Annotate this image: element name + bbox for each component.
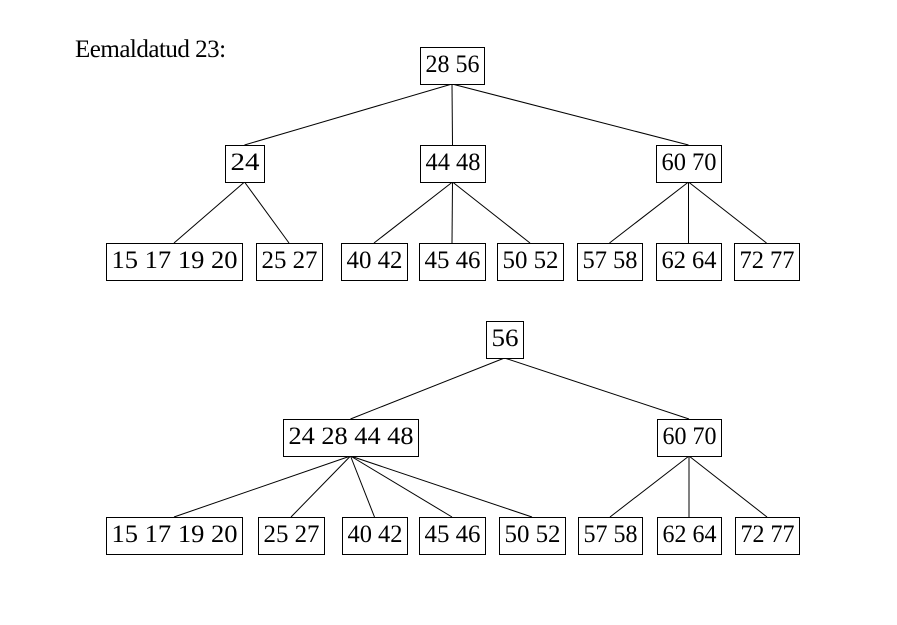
tree-before-node-label: 44 48 bbox=[426, 149, 481, 176]
tree-before-node-box bbox=[577, 243, 643, 281]
tree-before-node-box bbox=[106, 243, 243, 281]
tree-after-node-label: 50 52 bbox=[505, 521, 561, 548]
tree-before-node-r: 28 56 bbox=[420, 47, 485, 85]
tree-after-node-box bbox=[419, 517, 486, 555]
tree-after-node-box bbox=[258, 517, 325, 555]
tree-before-edge-b-l5 bbox=[452, 181, 531, 244]
tree-before-edge-r-b bbox=[451, 83, 453, 146]
tree-after-node-box bbox=[499, 517, 566, 555]
tree-before-node-box bbox=[225, 145, 265, 183]
tree-after-edge-r-a bbox=[350, 357, 505, 420]
tree-before-node-l6: 57 58 bbox=[577, 243, 643, 281]
tree-before-node-label: 15 17 19 20 bbox=[112, 247, 238, 274]
edges bbox=[173, 83, 768, 518]
tree-after-node-a: 24 28 44 48 bbox=[283, 419, 419, 457]
tree-before-node-box bbox=[656, 145, 722, 183]
tree-before-node-label: 28 56 bbox=[426, 51, 480, 78]
nodes: 28 56 24 44 48 60 70 15 17 19 20 25 27 40 42 45… bbox=[106, 47, 800, 555]
tree-after-node-l2: 25 27 bbox=[258, 517, 325, 555]
tree-before-node-box bbox=[734, 243, 800, 281]
tree-before-node-a: 24 bbox=[225, 145, 265, 183]
tree-before-edge-r-c bbox=[451, 83, 689, 146]
tree-after-node-label: 25 27 bbox=[264, 521, 320, 548]
tree-before-node-box bbox=[420, 145, 486, 183]
tree-before-node-box bbox=[497, 243, 564, 281]
tree-after-edge-c-l6 bbox=[609, 455, 690, 518]
tree-before-node-l7: 62 64 bbox=[656, 243, 722, 281]
tree-before-edge-b-l3 bbox=[373, 181, 453, 244]
tree-after-node-box bbox=[342, 517, 408, 555]
tree-before-node-label: 40 42 bbox=[347, 247, 403, 274]
tree-before-node-box bbox=[256, 243, 323, 281]
tree-after-edge-a-l4 bbox=[350, 455, 453, 518]
tree-before-node-l4: 45 46 bbox=[419, 243, 486, 281]
tree-before-node-label: 60 70 bbox=[662, 149, 717, 176]
tree-after-node-label: 24 28 44 48 bbox=[289, 423, 414, 450]
tree-after-node-l3: 40 42 bbox=[342, 517, 408, 555]
tree-after-node-l1: 15 17 19 20 bbox=[106, 517, 243, 555]
tree-after-node-l5: 50 52 bbox=[499, 517, 566, 555]
caption: Eemaldatud 23: bbox=[75, 36, 226, 63]
tree-before-node-box bbox=[341, 243, 408, 281]
tree-before-edge-c-l8 bbox=[688, 181, 767, 244]
tree-after-edge-a-l1 bbox=[173, 455, 351, 518]
tree-before-node-label: 25 27 bbox=[262, 247, 318, 274]
tree-after-edge-a-l5 bbox=[350, 455, 533, 518]
tree-before-node-l3: 40 42 bbox=[341, 243, 408, 281]
tree-after-node-box bbox=[657, 419, 722, 457]
tree-before-edge-c-l6 bbox=[609, 181, 689, 244]
tree-after-node-box bbox=[657, 517, 722, 555]
tree-before-node-l8: 72 77 bbox=[734, 243, 800, 281]
tree-before-node-label: 50 52 bbox=[503, 247, 559, 274]
tree-after-node-label: 62 64 bbox=[663, 521, 717, 548]
tree-after-node-label: 72 77 bbox=[741, 521, 795, 548]
tree-after-node-label: 15 17 19 20 bbox=[112, 521, 238, 548]
tree-after-edge-a-l2 bbox=[290, 455, 351, 518]
tree-before-node-b: 44 48 bbox=[420, 145, 486, 183]
tree-after-node-box bbox=[578, 517, 643, 555]
tree-before-node-box bbox=[420, 47, 485, 85]
tree-before-edge-b-l4 bbox=[451, 181, 453, 244]
tree-after-edge-c-l8 bbox=[688, 455, 768, 518]
tree-after-node-label: 56 bbox=[492, 325, 519, 352]
tree-after-node-box bbox=[486, 321, 524, 359]
tree-after-node-box bbox=[106, 517, 243, 555]
tree-after-node-l8: 72 77 bbox=[735, 517, 800, 555]
tree-after-node-label: 60 70 bbox=[663, 423, 717, 450]
tree-before-node-l5: 50 52 bbox=[497, 243, 564, 281]
tree-after-node-l4: 45 46 bbox=[419, 517, 486, 555]
tree-after-edge-r-c bbox=[504, 357, 690, 420]
tree-after-node-c: 60 70 bbox=[657, 419, 722, 457]
tree-before-node-label: 62 64 bbox=[662, 247, 717, 274]
tree-after-edge-a-l3 bbox=[350, 455, 375, 518]
tree-before-node-label: 57 58 bbox=[583, 247, 638, 274]
tree-after-node-label: 57 58 bbox=[584, 521, 638, 548]
tree-before-node-box bbox=[656, 243, 722, 281]
tree-before-node-box bbox=[419, 243, 486, 281]
tree-after-node-label: 40 42 bbox=[348, 521, 403, 548]
tree-after-node-l7: 62 64 bbox=[657, 517, 722, 555]
tree-before-node-label: 45 46 bbox=[425, 247, 481, 274]
tree-before-node-c: 60 70 bbox=[656, 145, 722, 183]
tree-before-edge-r-a bbox=[244, 83, 453, 146]
tree-before-node-l2: 25 27 bbox=[256, 243, 323, 281]
tree-before-node-l1: 15 17 19 20 bbox=[106, 243, 243, 281]
tree-before-edge-a-l1 bbox=[173, 181, 245, 244]
tree-after-node-box bbox=[735, 517, 800, 555]
tree-before-edge-a-l2 bbox=[244, 181, 290, 244]
tree-after-node-l6: 57 58 bbox=[578, 517, 643, 555]
tree-after-node-box bbox=[283, 419, 419, 457]
tree-after-node-r: 56 bbox=[486, 321, 524, 359]
tree-before-node-label: 72 77 bbox=[740, 247, 795, 274]
tree-after-node-label: 45 46 bbox=[425, 521, 481, 548]
tree-before-node-label: 24 bbox=[231, 149, 261, 176]
